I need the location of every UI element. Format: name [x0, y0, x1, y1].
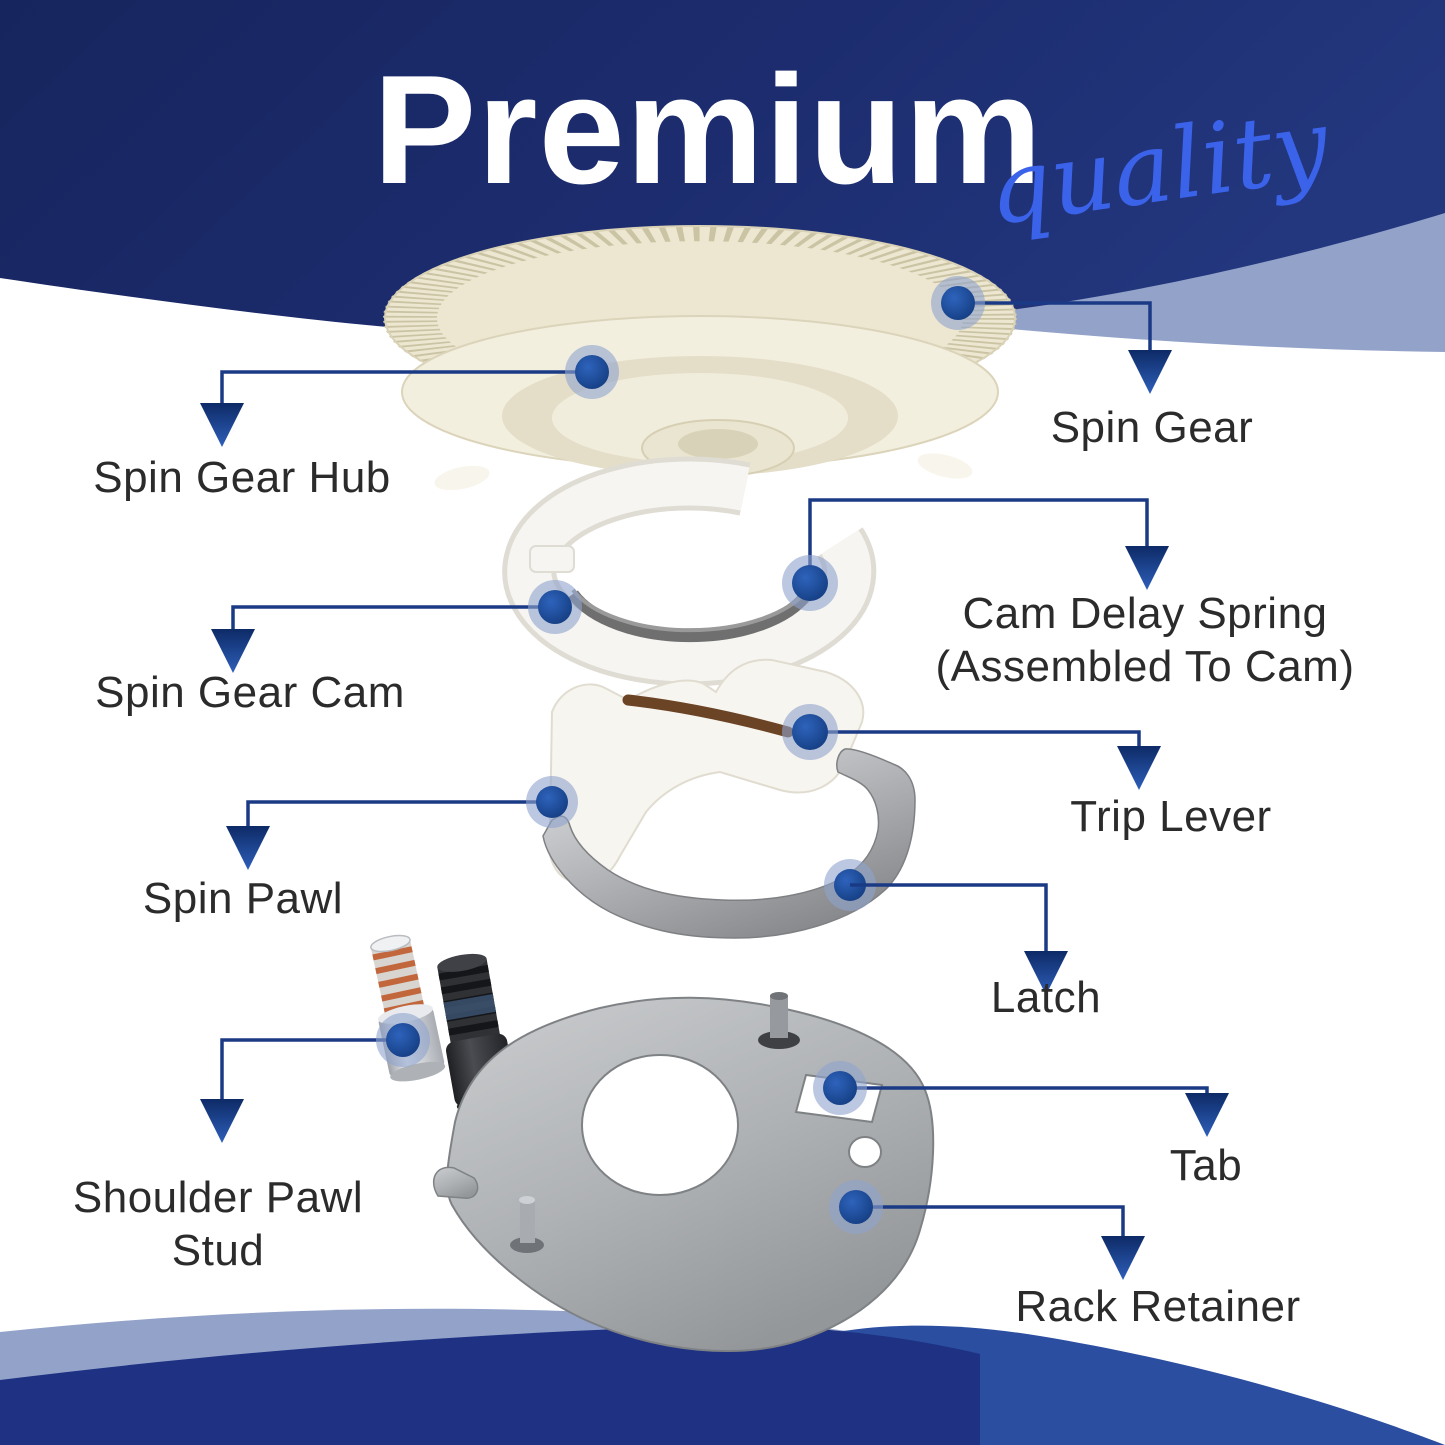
callout-arrows [200, 350, 1229, 1280]
plate-pin-bottom [510, 1196, 544, 1253]
arrow-down-icon-spin-gear [1128, 350, 1172, 394]
connector-spin-pawl [246, 800, 552, 828]
arrow-down-icon-spin-gear-hub [200, 403, 244, 447]
callout-dots [376, 276, 985, 1234]
label-cam-delay-spring: Cam Delay Spring (Assembled To Cam) [936, 588, 1355, 694]
dot-spin-pawl [526, 776, 578, 828]
cam-notch [529, 545, 575, 573]
dot-trip-lever [782, 704, 838, 760]
connector-spin-gear [958, 301, 1152, 352]
callout-connectors [220, 301, 1209, 1238]
connector-tab [840, 1086, 1209, 1095]
label-spin-gear-hub: Spin Gear Hub [93, 453, 391, 502]
bottom-navy-shape [0, 1325, 980, 1445]
dot-tab [813, 1061, 867, 1115]
label-tab: Tab [1169, 1141, 1243, 1190]
cam-delay-spring-wire [568, 590, 812, 643]
arrow-down-icon-spin-pawl [226, 826, 270, 870]
dot-rack-retainer [829, 1180, 883, 1234]
connector-shoulder-pawl-stud [220, 1038, 403, 1101]
dot-spin-gear-cam [528, 580, 582, 634]
spin-gear-cam-part [502, 456, 877, 687]
connector-spin-gear-hub [220, 370, 592, 405]
spin-gear-part [383, 225, 1017, 491]
trip-lever-part [547, 658, 865, 885]
label-cam-delay-spring-line1: Cam Delay Spring [962, 589, 1328, 639]
arrow-down-icon-rack-retainer [1101, 1236, 1145, 1280]
title-premium: Premium [372, 43, 1044, 216]
label-spin-gear-cam: Spin Gear Cam [95, 668, 405, 717]
dot-spin-gear [931, 276, 985, 330]
latch-part [542, 748, 916, 939]
plate-pin-top [758, 992, 800, 1049]
top-swoosh [0, 0, 1445, 352]
label-spin-pawl: Spin Pawl [142, 874, 344, 923]
dot-spin-gear-hub [565, 345, 619, 399]
connector-latch [850, 883, 1048, 953]
rack-retainer-part [433, 992, 935, 1352]
connector-cam-delay-spring [808, 498, 1149, 583]
label-spin-gear: Spin Gear [1050, 403, 1254, 452]
arrow-down-icon-spin-gear-cam [211, 629, 255, 673]
dot-cam-delay-spring [782, 555, 838, 611]
label-cam-delay-spring-line2: (Assembled To Cam) [935, 642, 1355, 691]
label-shoulder-pawl-stud-line2: Stud [171, 1226, 265, 1275]
connector-spin-gear-cam [231, 605, 555, 631]
arrow-down-icon-cam-delay-spring [1125, 546, 1169, 590]
dot-shoulder-pawl-stud [376, 1013, 430, 1067]
arrow-down-icon-tab [1185, 1093, 1229, 1137]
label-shoulder-pawl-stud: Shoulder Pawl Stud [73, 1172, 363, 1278]
arrow-down-icon-shoulder-pawl-stud [200, 1099, 244, 1143]
connector-trip-lever [810, 730, 1141, 748]
connector-rack-retainer [856, 1205, 1125, 1238]
plate-hook [433, 1166, 479, 1199]
arrow-down-icon-trip-lever [1117, 746, 1161, 790]
label-latch: Latch [990, 973, 1102, 1022]
arrow-down-icon-latch [1024, 951, 1068, 995]
label-trip-lever: Trip Lever [1070, 792, 1272, 841]
top-navy-shape [0, 0, 1445, 339]
trip-lever-spring-wire [622, 694, 794, 738]
label-rack-retainer: Rack Retainer [1015, 1282, 1301, 1331]
label-shoulder-pawl-stud-line1: Shoulder Pawl [72, 1173, 364, 1223]
